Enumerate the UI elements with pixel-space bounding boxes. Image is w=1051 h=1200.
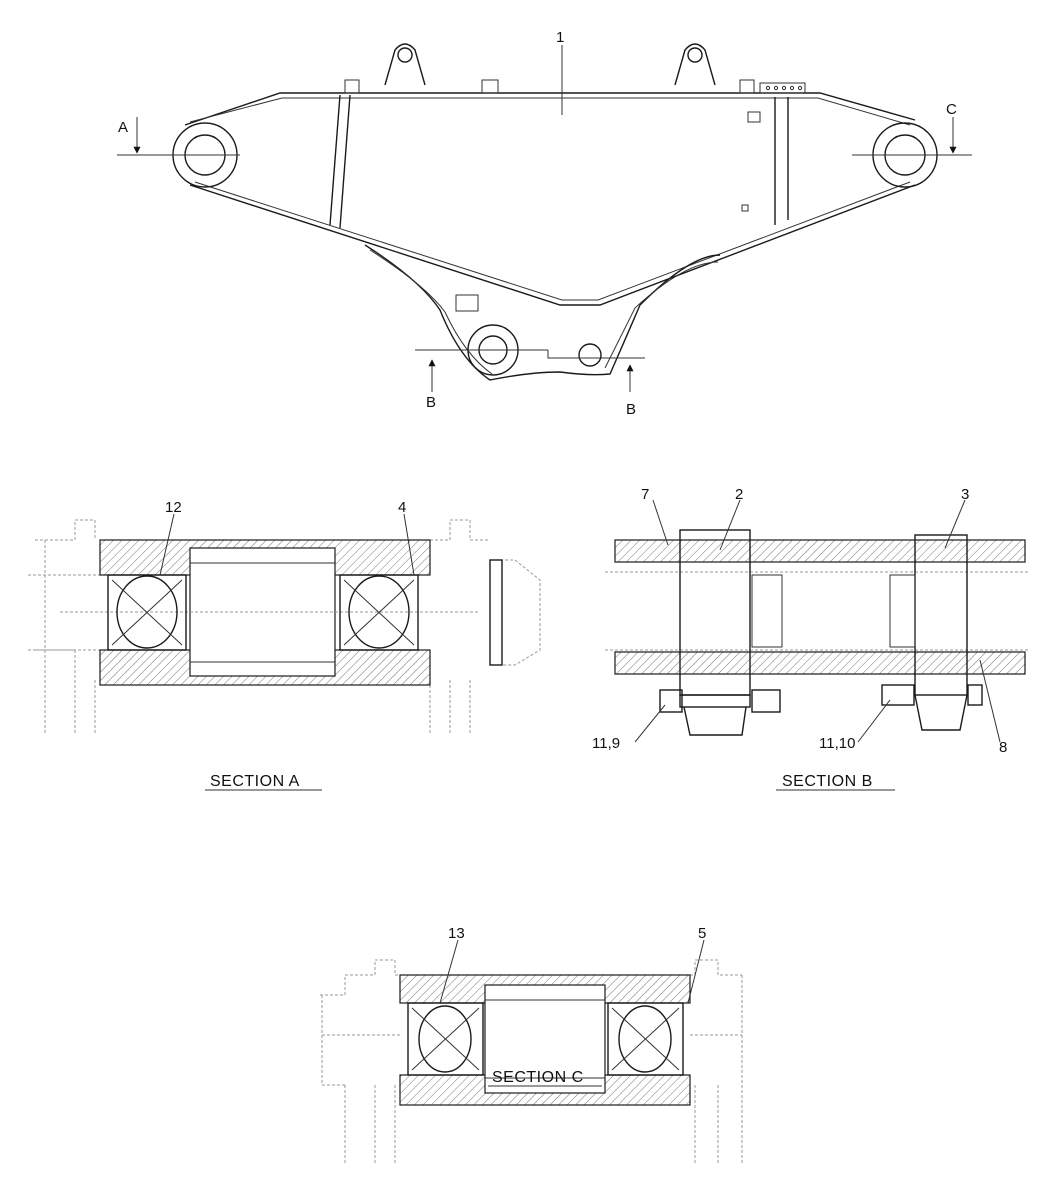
marker-c: C — [946, 101, 957, 118]
section-a-title: SECTION A — [210, 773, 300, 790]
left-stiffener — [329, 94, 351, 229]
nut-11-10 — [881, 684, 915, 706]
section-c-view — [320, 939, 743, 1165]
right-bearing — [339, 574, 419, 651]
label-part-4: 4 — [398, 499, 406, 516]
marker-b-left: B — [426, 394, 436, 411]
frame-outline — [184, 92, 916, 306]
frame-side-view — [117, 43, 972, 392]
bracket-plate — [455, 294, 479, 312]
section-b-title: SECTION B — [782, 773, 873, 790]
section-a-view — [28, 513, 541, 791]
nut-11-9 — [659, 689, 683, 713]
label-part-13: 13 — [448, 925, 465, 942]
bolt-strip — [759, 82, 806, 94]
label-part-2: 2 — [735, 486, 743, 503]
bearing-c-right — [607, 1002, 684, 1076]
label-part-1: 1 — [556, 29, 564, 46]
section-c-title: SECTION C — [492, 1069, 584, 1086]
left-lifting-lug — [384, 43, 426, 86]
label-part-11-9: 11,9 — [592, 735, 620, 752]
label-part-12: 12 — [165, 499, 182, 516]
label-part-3: 3 — [961, 486, 969, 503]
left-bearing — [107, 574, 187, 651]
marker-b-right: B — [626, 401, 636, 418]
marker-a: A — [118, 119, 128, 136]
label-part-11-10: 11,10 — [819, 735, 855, 752]
label-part-7: 7 — [641, 486, 649, 503]
sleeve-c — [484, 984, 606, 1094]
section-b-view — [605, 499, 1030, 791]
label-part-5: 5 — [698, 925, 706, 942]
upper-plate — [614, 539, 1026, 563]
lower-bracket — [364, 244, 721, 381]
bearing-c-left — [407, 1002, 484, 1076]
label-part-8: 8 — [999, 739, 1007, 756]
right-stiffener — [774, 97, 789, 225]
bracket-small-bore — [578, 343, 602, 367]
right-lifting-lug — [674, 43, 716, 86]
end-plate — [489, 559, 503, 666]
lower-plate — [614, 651, 1026, 675]
